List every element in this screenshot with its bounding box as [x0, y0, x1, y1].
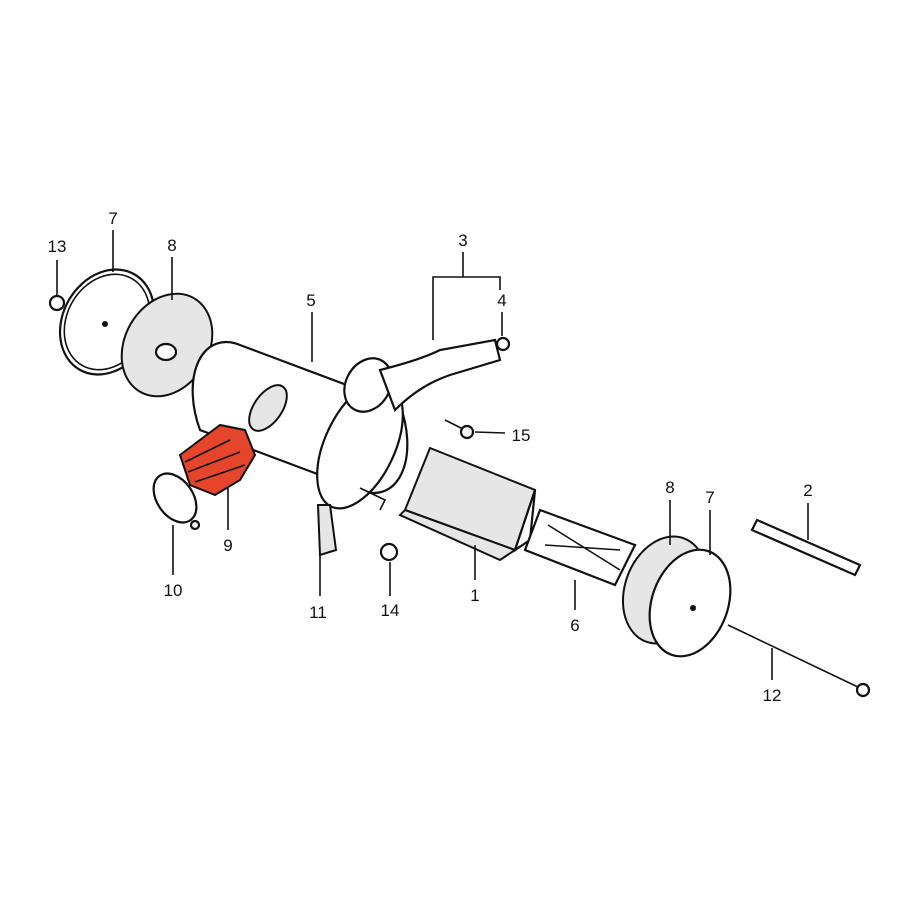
callout-3: 3: [458, 231, 467, 250]
part-1-filter-element: [398, 446, 537, 562]
callout-4: 4: [497, 291, 506, 310]
callout-15: 15: [512, 426, 531, 445]
leader-lines: [56, 230, 809, 680]
part-8-left-filter: [120, 292, 214, 398]
callout-13: 13: [48, 237, 67, 256]
part-11-drain-tube: [316, 504, 338, 557]
part-3-intake-pipe: [343, 336, 511, 413]
part-2-rod: [750, 518, 862, 577]
part-6-bracket: [523, 508, 637, 587]
callout-12: 12: [763, 686, 782, 705]
part-5-housing: [191, 340, 409, 511]
part-7-right-cover: [648, 548, 732, 658]
callout-1: 1: [470, 586, 479, 605]
callout-labels: 13 7 8 5 3 4 15 9 10 11 14 1 6 8 7 2 12: [48, 209, 813, 705]
part-15-bolt: [444, 419, 475, 440]
callout-11: 11: [309, 603, 327, 622]
callout-7-left: 7: [108, 209, 117, 228]
callout-5: 5: [306, 291, 315, 310]
part-13-nut: [48, 294, 66, 312]
callout-9: 9: [223, 536, 232, 555]
part-14-nut: [379, 542, 399, 562]
part-12-long-bolt: [727, 624, 871, 698]
callout-14: 14: [381, 601, 400, 620]
callout-2: 2: [803, 481, 812, 500]
callout-6: 6: [570, 616, 579, 635]
part-10-clamp: [152, 472, 201, 531]
part-9-intake-boot-highlighted: [178, 423, 257, 497]
callout-7-right: 7: [705, 488, 714, 507]
callout-8-left: 8: [167, 236, 176, 255]
callout-10: 10: [164, 581, 183, 600]
callout-8-right: 8: [665, 478, 674, 497]
